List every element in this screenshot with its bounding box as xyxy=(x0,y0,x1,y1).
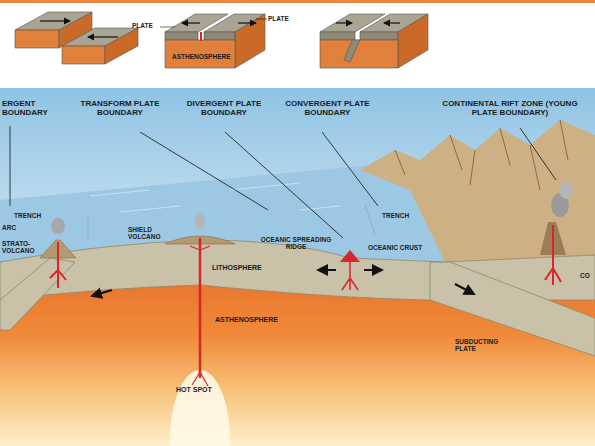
convergent-block-part xyxy=(360,32,398,40)
divergent-block-part xyxy=(204,32,235,40)
leader-lines-part xyxy=(225,132,343,238)
convergent-block-part xyxy=(398,14,428,68)
feature-label: OCEANIC CRUST xyxy=(368,244,422,251)
boundary-heading: ERGENT BOUNDARY xyxy=(2,100,48,118)
sky-and-ocean xyxy=(0,88,595,270)
divergent-block-part xyxy=(200,32,202,41)
convergent-block-part xyxy=(344,40,360,62)
convergent-block-part xyxy=(320,40,398,68)
convergent-block xyxy=(320,14,428,68)
sky-and-ocean-part xyxy=(300,206,340,210)
feature-label: TRENCH xyxy=(14,212,41,219)
leader-lines-part xyxy=(10,126,11,206)
feature-label: OCEANIC SPREADING RIDGE xyxy=(258,236,334,250)
feature-label: SHIELD VOLCANO xyxy=(128,226,168,240)
boundary-heading: CONVERGENT PLATE BOUNDARY xyxy=(285,100,370,118)
divergent-block-part xyxy=(160,27,175,28)
magma-part xyxy=(342,262,358,290)
continent-part xyxy=(395,120,568,190)
feature-label: TRENCH xyxy=(382,212,409,219)
convergent-block-part xyxy=(336,22,352,23)
feature-label: ASTHENOSPHERE xyxy=(215,316,278,324)
feature-label: PLATE xyxy=(132,22,153,29)
background-part xyxy=(0,0,595,3)
transform-block xyxy=(15,12,138,64)
feature-label: HOT SPOT xyxy=(176,386,212,394)
divergent-block-part xyxy=(165,40,235,68)
volcanoes-part xyxy=(51,218,65,234)
feature-label: PLATE xyxy=(268,15,289,22)
volcanoes-part xyxy=(340,250,360,262)
lithosphere xyxy=(0,240,595,356)
transform-block-part xyxy=(15,30,59,48)
motion-arrows xyxy=(92,270,474,296)
divergent-block-part xyxy=(165,32,198,40)
sky-and-ocean-part xyxy=(230,183,300,190)
volcanoes-part xyxy=(195,214,205,230)
sky-and-ocean-part xyxy=(120,206,180,212)
magma xyxy=(50,225,561,386)
lithosphere-part xyxy=(0,258,75,330)
leader-lines-part xyxy=(140,132,268,210)
leader-lines xyxy=(10,126,556,238)
transform-block-part xyxy=(40,20,70,21)
continent-part xyxy=(360,120,595,262)
transform-block-part xyxy=(88,36,118,37)
feature-label: STRATO-VOLCANO xyxy=(2,240,38,254)
transform-block-part xyxy=(105,28,138,64)
transform-block-part xyxy=(62,46,105,64)
divergent-block-part xyxy=(235,14,265,68)
divergent-block xyxy=(160,14,267,68)
convergent-block-part xyxy=(384,22,400,23)
boundary-heading: DIVERGENT PLATE BOUNDARY xyxy=(185,100,263,118)
sky-and-ocean-part xyxy=(90,190,150,196)
continent xyxy=(360,120,595,262)
sky-and-ocean-part xyxy=(88,216,89,240)
feature-label: LITHOSPHERE xyxy=(212,264,262,272)
magma-part xyxy=(50,242,66,288)
divergent-block-part xyxy=(182,22,200,23)
magma-part xyxy=(199,238,202,378)
motion-arrows-part xyxy=(318,269,336,271)
motion-arrows-part xyxy=(92,290,112,296)
feature-label: ARC xyxy=(2,224,16,231)
lithosphere-part xyxy=(430,262,595,356)
continent-part xyxy=(559,181,573,199)
feature-label: ASTHENOSPHERE xyxy=(172,53,231,60)
magma-part xyxy=(190,246,210,386)
feature-label: SUBDUCTING PLATE xyxy=(455,338,511,352)
sky-and-ocean-part xyxy=(365,205,375,235)
boundary-heading: CONTINENTAL RIFT ZONE (YOUNG PLATE BOUND… xyxy=(440,100,580,118)
convergent-block-part xyxy=(320,32,355,40)
divergent-block-part xyxy=(256,19,267,20)
leader-lines-part xyxy=(520,128,556,180)
motion-arrows-part xyxy=(455,284,474,294)
leader-lines-part xyxy=(322,132,378,206)
boundary-heading: TRANSFORM PLATE BOUNDARY xyxy=(80,100,160,118)
motion-arrows-part xyxy=(364,269,382,271)
divergent-block-part xyxy=(238,22,256,23)
feature-label: CO xyxy=(580,272,590,279)
mantle-part xyxy=(170,370,230,446)
magma-part xyxy=(545,225,561,285)
